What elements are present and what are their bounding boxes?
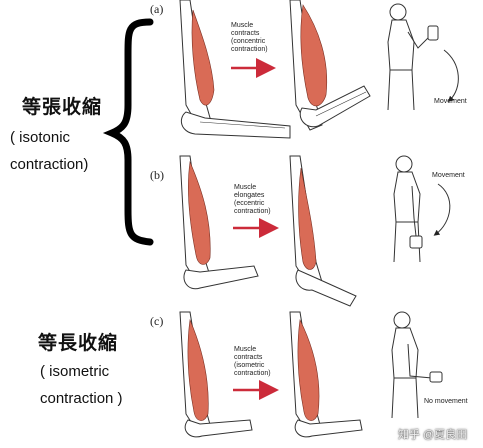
panel-c-biceps-before xyxy=(187,318,209,421)
panel-a-biceps-relaxed xyxy=(191,9,215,106)
isotonic-title-zh: 等張收縮 xyxy=(22,97,103,118)
panel-a-letter: (a) xyxy=(150,2,164,16)
panel-c-movement-label: No movement xyxy=(424,398,468,405)
panel-b-movement-label: Movement xyxy=(432,172,465,179)
panel-c-letter: (c) xyxy=(150,314,164,328)
panel-b-biceps-shortened xyxy=(188,160,211,265)
panel-b-arm-flexed xyxy=(179,155,259,290)
panel-a-arm-relaxed xyxy=(179,0,291,139)
panel-a-caption: Muscle contracts (concentric contraction… xyxy=(231,22,268,53)
isotonic-title-en: ( isotonic contraction) xyxy=(10,129,89,173)
isometric-title-en: ( isometric contraction ) xyxy=(40,363,123,407)
panel-c-person-hold xyxy=(391,311,443,419)
watermark: 知乎 @夏良田 xyxy=(398,429,468,441)
isometric-title-zh: 等長收縮 xyxy=(38,333,119,354)
panel-b-person-lowering xyxy=(393,155,451,263)
panel-a-biceps-contracted xyxy=(300,4,328,107)
panel-b-arm-extended xyxy=(289,155,357,307)
panel-c-arm-before xyxy=(179,311,253,438)
panel-c-biceps-after xyxy=(297,319,320,421)
panel-c-arm-after xyxy=(289,311,363,438)
panel-c-caption: Muscle contracts (isometric contraction) xyxy=(234,346,271,377)
panel-b-letter: (b) xyxy=(150,168,164,182)
panel-a-person-curl xyxy=(387,3,459,111)
panel-a-arm-flexed xyxy=(289,0,371,131)
panel-b-caption: Muscle elongates (eccentric contraction) xyxy=(234,184,271,215)
panel-b-biceps-elongated xyxy=(298,167,317,270)
